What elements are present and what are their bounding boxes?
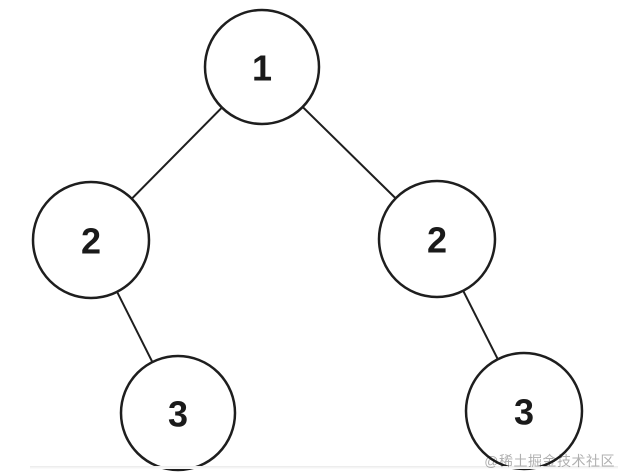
- tree-node-3-right-label: 3: [514, 392, 534, 433]
- tree-node-3-left-label: 3: [168, 394, 188, 435]
- tree-node-2-right-circle: [377, 179, 497, 299]
- tree-node-2-left-label: 2: [81, 221, 101, 262]
- tree-node-2-left-circle: [31, 180, 151, 300]
- tree-node-1-root-label: 1: [252, 48, 272, 89]
- tree-node-3-right-circle: [464, 351, 584, 471]
- tree-node-3-left-circle: [119, 354, 237, 472]
- bottom-divider: [30, 466, 618, 469]
- tree-node-1-root-circle: [203, 8, 321, 126]
- tree-node-2-right-label: 2: [427, 220, 447, 261]
